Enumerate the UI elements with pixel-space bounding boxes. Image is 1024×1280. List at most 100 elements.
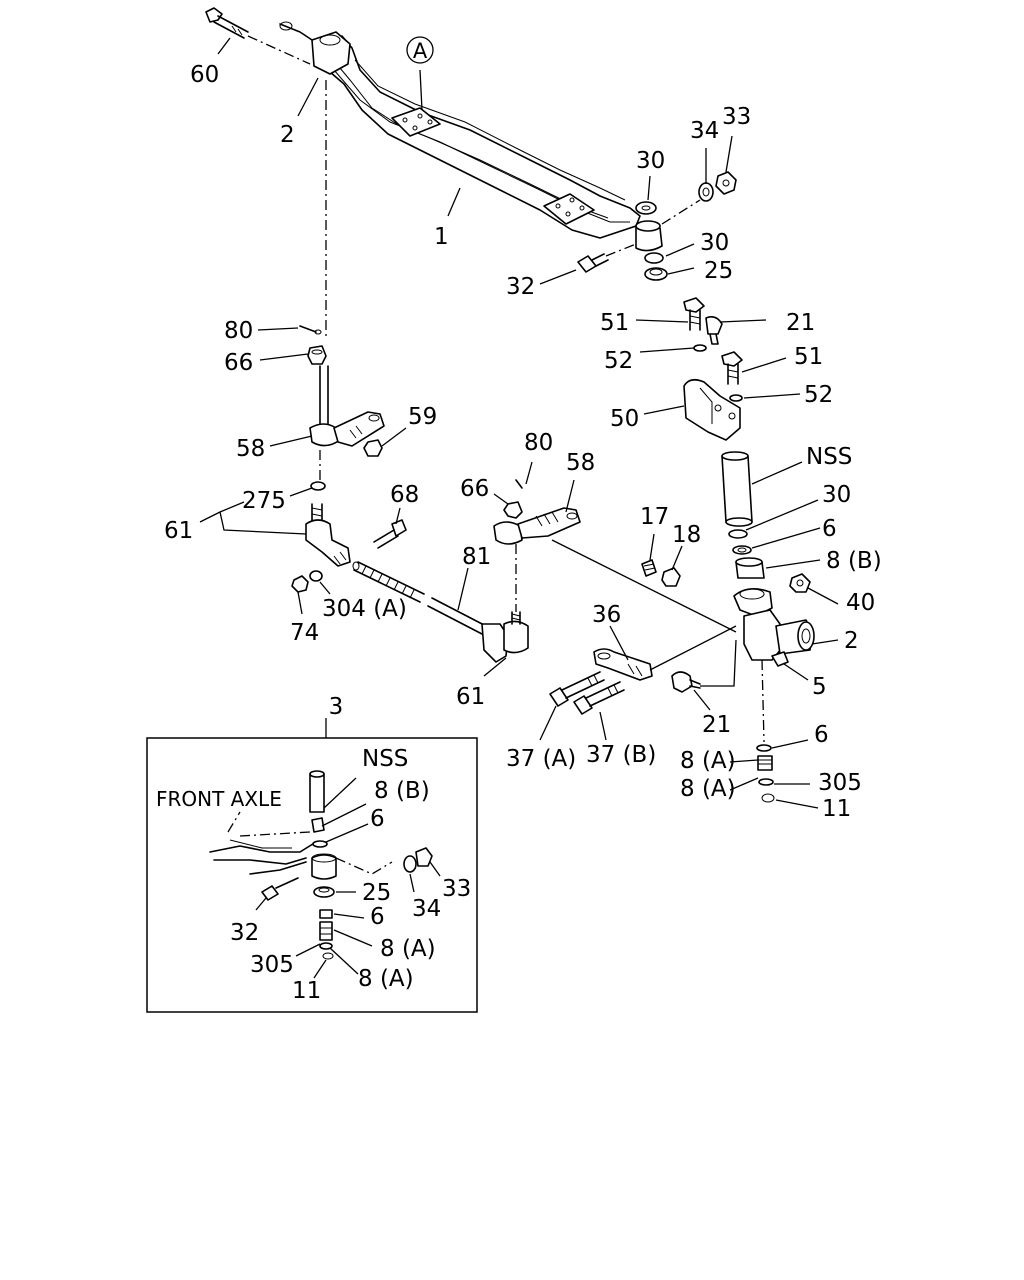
nut-66-right [503, 501, 523, 519]
callout-2-upper: 2 [280, 122, 295, 148]
callout-74: 74 [290, 620, 319, 646]
stud-17 [641, 559, 657, 577]
nut-40 [789, 573, 811, 593]
washer-275 [310, 481, 326, 491]
callout-66-right: 66 [460, 476, 489, 502]
callout-61-left: 61 [164, 518, 193, 544]
callout-304A: 304 (A) [322, 596, 407, 622]
callout-50: 50 [610, 406, 639, 432]
snap-ring-11 [761, 793, 775, 803]
washer-34 [698, 182, 714, 202]
callout-58-left: 58 [236, 436, 265, 462]
bolt-37A [549, 671, 605, 707]
callout-80-left: 80 [224, 318, 253, 344]
bolt-37B [573, 681, 625, 715]
callout-30-top: 30 [636, 148, 665, 174]
callout-34: 34 [690, 118, 719, 144]
callout-40: 40 [846, 590, 875, 616]
callout-32: 32 [506, 274, 535, 300]
callout-labels: 60 2 1 30 34 33 30 25 32 51 21 52 51 52 … [164, 62, 882, 1004]
callout-51-top: 51 [600, 310, 629, 336]
callout-51-lower: 51 [794, 344, 823, 370]
callout-37A: 37 (A) [506, 746, 576, 772]
callout-52-lower: 52 [804, 382, 833, 408]
inset-callout-8A-1: 8 (A) [380, 936, 436, 962]
callout-6-lower: 6 [814, 722, 829, 748]
washer-52-top [693, 344, 707, 352]
bolt-60 [205, 7, 311, 65]
reference-circle-label: A [413, 39, 428, 63]
grease-nipple-21-lower [671, 671, 701, 693]
washer-6-right [732, 545, 752, 555]
callout-81: 81 [462, 544, 491, 570]
callout-17: 17 [640, 504, 669, 530]
king-pin-NSS [721, 451, 753, 527]
nut-33 [715, 171, 737, 195]
arm-58-left [309, 411, 385, 447]
callout-61-right: 61 [456, 684, 485, 710]
arm-58-right [493, 507, 581, 545]
axle-beam [279, 21, 663, 252]
inset-front-axle: 3 FRONT AXLE [146, 694, 478, 1013]
callout-33: 33 [722, 104, 751, 130]
inset-callout-8B: 8 (B) [374, 778, 430, 804]
callout-2-lower: 2 [844, 628, 859, 654]
inset-callout-NSS: NSS [362, 746, 408, 772]
callout-5: 5 [812, 674, 827, 700]
callout-59: 59 [408, 404, 437, 430]
callout-11: 11 [822, 796, 851, 822]
inset-callout-6-lower: 6 [370, 904, 385, 930]
callout-30-mid: 30 [700, 230, 729, 256]
leader-lines [199, 37, 839, 809]
callout-21-lower: 21 [702, 712, 731, 738]
callout-21-top: 21 [786, 310, 815, 336]
nut-59 [363, 439, 383, 457]
nut-18 [661, 567, 681, 587]
inset-callout-33: 33 [442, 876, 471, 902]
callout-8B-right: 8 (B) [826, 548, 882, 574]
inset-caption: FRONT AXLE [156, 787, 282, 811]
callout-52-top: 52 [604, 348, 633, 374]
grease-nipple-21-top [705, 316, 723, 345]
callout-1: 1 [434, 224, 449, 250]
callout-37B: 37 (B) [586, 742, 656, 768]
callout-305: 305 [818, 770, 862, 796]
bushing-8A-lower-1 [757, 755, 773, 771]
bolt-68 [373, 519, 407, 549]
callout-18: 18 [672, 522, 701, 548]
washer-304A [309, 570, 323, 582]
steering-knuckle-2 [733, 588, 815, 661]
inset-callout-34: 34 [412, 896, 441, 922]
callout-80-right: 80 [524, 430, 553, 456]
callout-66-left: 66 [224, 350, 253, 376]
washer-30-right [728, 529, 748, 539]
inset-callout-8A-2: 8 (A) [358, 966, 414, 992]
steering-arm-36 [593, 648, 653, 681]
inset-callout-32: 32 [230, 920, 259, 946]
bearing-25 [644, 267, 668, 281]
washer-52-lower [729, 394, 743, 402]
callout-275: 275 [242, 488, 286, 514]
bolt-5 [771, 651, 789, 667]
inset-callout-6-upper: 6 [370, 806, 385, 832]
reference-circle-A: A [406, 36, 434, 64]
washer-30-top [635, 201, 657, 215]
callout-6-right: 6 [822, 516, 837, 542]
nut-74 [291, 575, 309, 593]
inset-callout-25: 25 [362, 880, 391, 906]
bolt-51-top [683, 297, 705, 331]
inset-number: 3 [329, 694, 344, 720]
callout-25: 25 [704, 258, 733, 284]
washer-6-lower [756, 744, 772, 752]
inset-callout-305: 305 [250, 952, 294, 978]
knuckle-arm-61-left [305, 503, 351, 567]
nut-66-left [307, 345, 327, 365]
inset-callout-11: 11 [292, 978, 321, 1004]
callout-58-right: 58 [566, 450, 595, 476]
callout-8A-lower-1: 8 (A) [680, 748, 736, 774]
bracket-50 [683, 378, 741, 441]
callout-8A-lower-2: 8 (A) [680, 776, 736, 802]
washer-305 [758, 778, 774, 786]
bolt-32 [577, 253, 609, 273]
